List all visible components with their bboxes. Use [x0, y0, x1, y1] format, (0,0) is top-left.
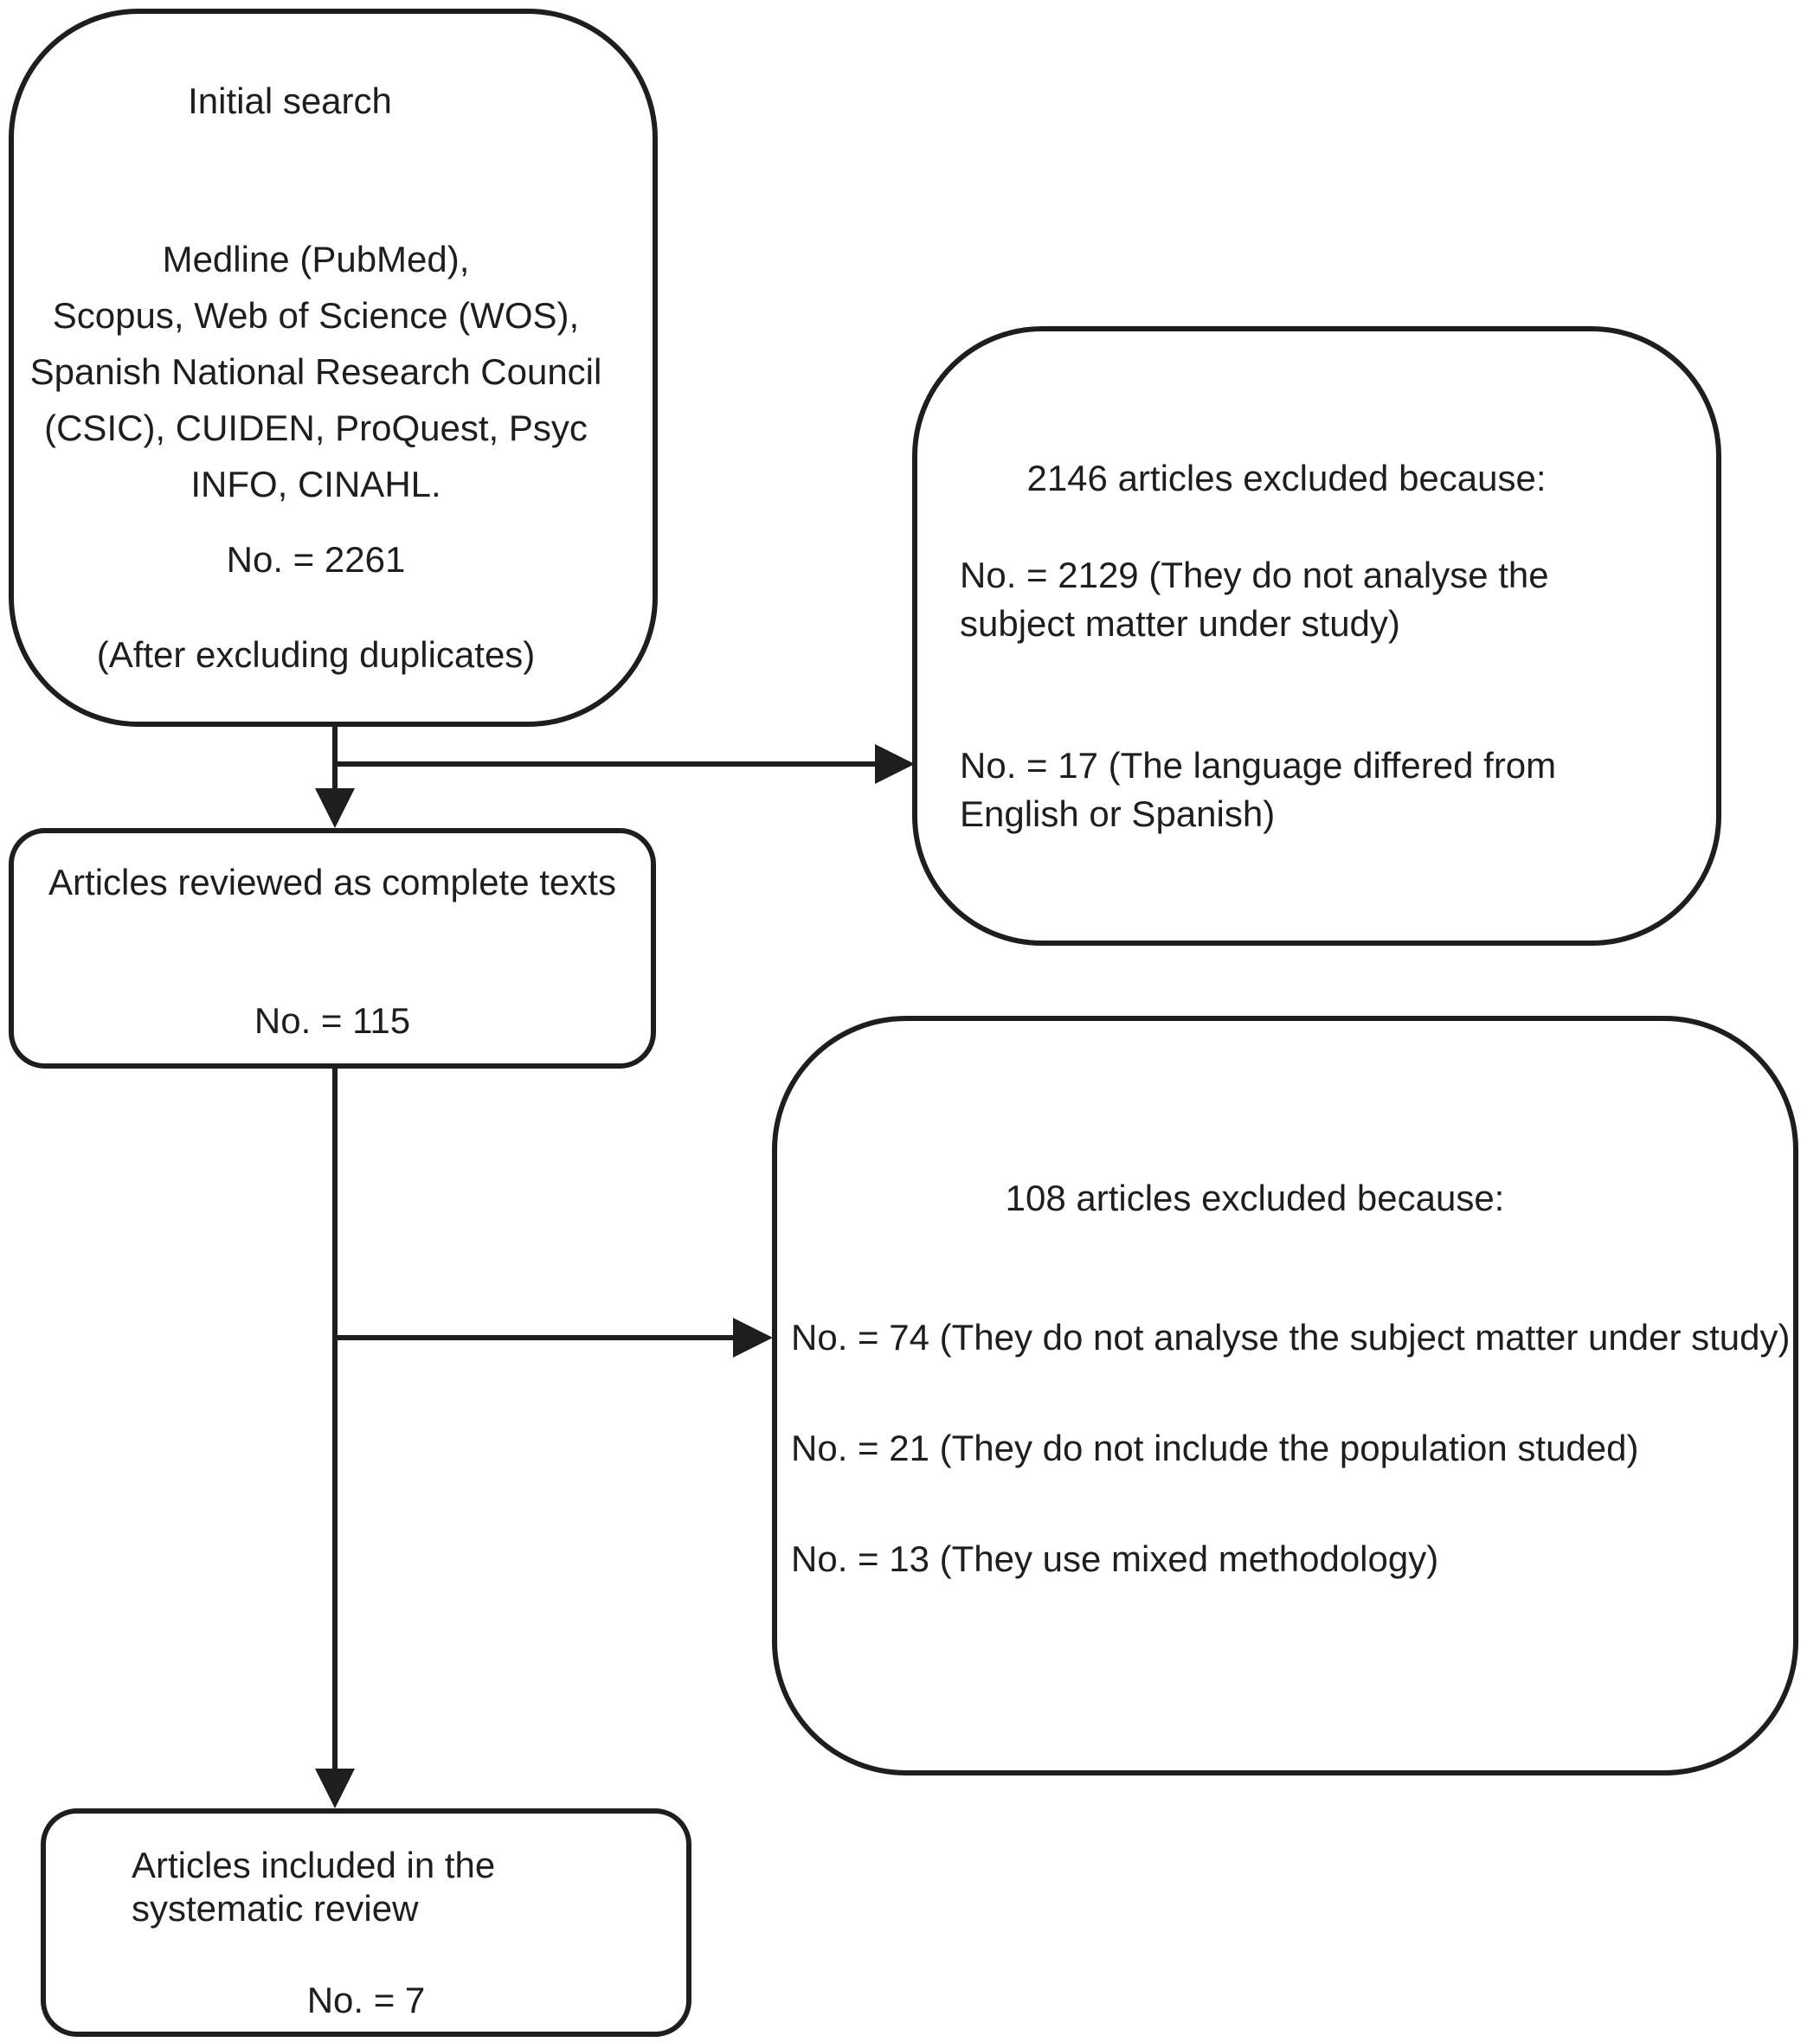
- connector-initial-to-exclusion-1: [335, 761, 875, 767]
- arrowhead-right-exclusion-2-icon: [733, 1318, 773, 1358]
- arrowhead-right-exclusion-1-icon: [875, 744, 915, 784]
- first-exclusion-reason: No. = 17 (The language differed from Eng…: [960, 745, 1557, 834]
- included-title: Articles included in the systematic revi…: [132, 1845, 496, 1929]
- box-first-exclusion: 2146 articles excluded because: No. = 21…: [912, 326, 1721, 946]
- second-exclusion-reason: No. = 74 (They do not analyse the subjec…: [791, 1317, 1791, 1358]
- connector-initial-to-review: [332, 725, 338, 793]
- included-count: No. = 7: [306, 1980, 426, 2020]
- initial-search-sources: Medline (PubMed), Scopus, Web of Science…: [29, 239, 602, 504]
- full-text-review-title: Articles reviewed as complete texts: [48, 862, 616, 902]
- arrowhead-down-included-icon: [315, 1769, 355, 1808]
- connector-review-to-included: [332, 1067, 338, 1769]
- initial-search-note: (After excluding duplicates): [96, 634, 536, 675]
- full-text-review-count: No. = 115: [254, 1000, 411, 1041]
- first-exclusion-title: 2146 articles excluded because:: [1026, 458, 1547, 498]
- box-initial-search: Initial search Medline (PubMed), Scopus,…: [9, 9, 658, 727]
- second-exclusion-reason: No. = 21 (They do not include the popula…: [791, 1428, 1639, 1468]
- box-second-exclusion: 108 articles excluded because: No. = 74 …: [772, 1016, 1798, 1776]
- first-exclusion-reason: No. = 2129 (They do not analyse the subj…: [960, 555, 1549, 644]
- initial-search-count: No. = 2261: [226, 539, 406, 580]
- second-exclusion-reason: No. = 13 (They use mixed methodology): [791, 1538, 1439, 1579]
- box-full-text-review: Articles reviewed as complete texts No. …: [9, 828, 656, 1069]
- second-exclusion-title: 108 articles excluded because:: [1005, 1178, 1505, 1218]
- initial-search-title: Initial search: [188, 80, 392, 121]
- connector-review-to-exclusion-2: [335, 1335, 733, 1340]
- arrowhead-down-review-icon: [315, 788, 355, 828]
- box-included: Articles included in the systematic revi…: [41, 1808, 691, 2037]
